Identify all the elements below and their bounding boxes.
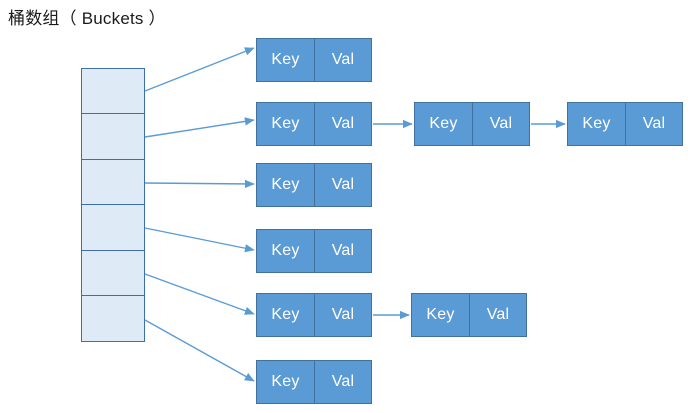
node-val-label: Val — [314, 103, 371, 145]
bucket-arrow-2 — [144, 179, 255, 189]
node-key-label: Key — [271, 176, 300, 193]
node-key-label: Key — [426, 306, 455, 323]
kv-node-0-0[interactable]: Key Val — [256, 38, 372, 82]
node-val-label: Val — [314, 361, 371, 403]
kv-node-5-0[interactable]: Key Val — [256, 360, 372, 404]
bucket-cell-2[interactable] — [81, 158, 145, 206]
kv-node-4-0[interactable]: Key Val — [256, 293, 372, 337]
node-val-label: Val — [314, 39, 371, 81]
kv-node-2-0[interactable]: Key Val — [256, 163, 372, 207]
node-key-label: Key — [271, 115, 300, 132]
bucket-arrow-3 — [144, 227, 255, 253]
bucket-cell-0[interactable] — [81, 68, 145, 115]
kv-node-1-2[interactable]: Key Val — [567, 102, 683, 146]
bucket-cell-5[interactable] — [81, 295, 145, 343]
node-key-label: Key — [271, 242, 300, 259]
chain-connector-lines — [373, 119, 566, 320]
node-val-label: Val — [472, 103, 529, 145]
bucket-arrow-5 — [144, 319, 255, 382]
bucket-cell-4[interactable] — [81, 249, 145, 297]
bucket-arrow-1 — [144, 117, 255, 138]
node-key-label: Key — [582, 115, 611, 132]
node-val-label: Val — [314, 230, 371, 272]
kv-node-1-1[interactable]: Key Val — [414, 102, 530, 146]
bucket-cell-1[interactable] — [81, 113, 145, 161]
kv-node-3-0[interactable]: Key Val — [256, 229, 372, 273]
node-val-label: Val — [625, 103, 682, 145]
bucket-array — [81, 68, 145, 343]
bucket-cell-3[interactable] — [81, 204, 145, 252]
page-title: 桶数组（ Buckets ） — [8, 9, 166, 28]
node-val-label: Val — [314, 164, 371, 206]
node-key-label: Key — [271, 306, 300, 323]
node-key-label: Key — [271, 51, 300, 68]
kv-node-1-0[interactable]: Key Val — [256, 102, 372, 146]
bucket-arrow-4 — [144, 273, 255, 315]
node-key-label: Key — [429, 115, 458, 132]
node-val-label: Val — [314, 294, 371, 336]
kv-node-4-1[interactable]: Key Val — [411, 293, 527, 337]
bucket-connector-lines — [144, 47, 255, 382]
node-key-label: Key — [271, 373, 300, 390]
node-val-label: Val — [469, 294, 526, 336]
bucket-arrow-0 — [144, 47, 255, 92]
